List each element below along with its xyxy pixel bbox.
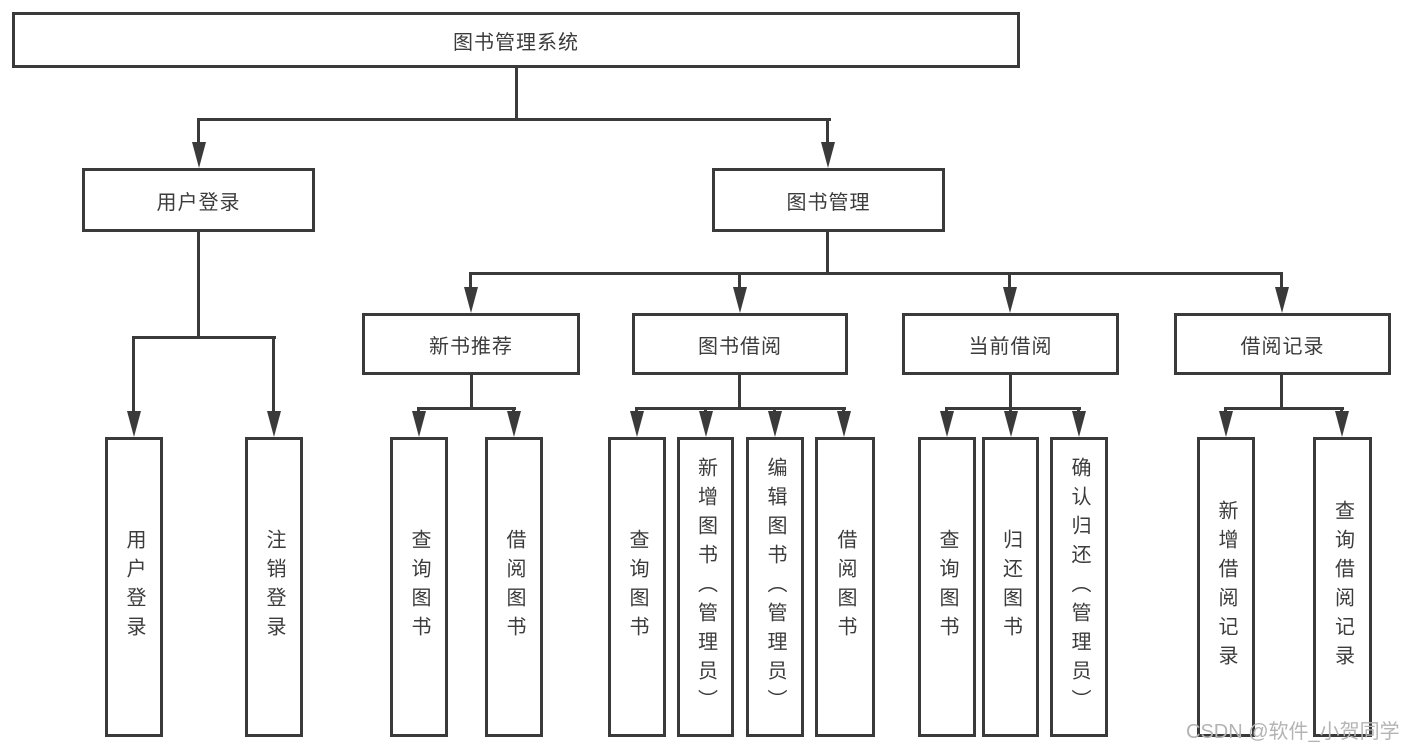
leaf-label: 注销登录 <box>263 529 285 645</box>
leaf-borrow-books-recommend: 借阅图书 <box>485 437 543 737</box>
node-book-borrow: 图书借阅 <box>632 313 848 375</box>
leaf-label: 查询借阅记录 <box>1331 500 1354 674</box>
node-label: 图书管理 <box>786 191 871 214</box>
leaf-label: 新增借阅记录 <box>1215 500 1237 674</box>
connector-line <box>1008 272 1011 294</box>
leaf-confirm-return-admin: 确认归还（管理员） <box>1050 437 1108 737</box>
node-new-book-recommend: 新书推荐 <box>362 313 580 375</box>
node-label: 图书借阅 <box>698 335 782 358</box>
connector-line <box>469 272 472 294</box>
arrow-down <box>1003 287 1017 313</box>
node-label: 新书推荐 <box>429 335 513 358</box>
leaf-query-borrow-record: 查询借阅记录 <box>1313 437 1372 737</box>
arrow-down <box>507 411 521 437</box>
arrow-down <box>699 411 713 437</box>
leaf-label: 借阅图书 <box>503 529 525 645</box>
arrow-down <box>1335 411 1349 437</box>
connector-line <box>515 68 518 118</box>
leaf-add-books-admin: 新增图书（管理员） <box>677 437 734 737</box>
node-label: 图书管理系统 <box>453 31 579 54</box>
node-user-login: 用户登录 <box>82 168 315 232</box>
leaf-label: 新增图书（管理员） <box>694 456 717 718</box>
leaf-borrow-books: 借阅图书 <box>815 437 875 737</box>
leaf-label: 借阅图书 <box>834 529 856 645</box>
connector-line <box>738 375 741 407</box>
arrow-down <box>821 142 835 168</box>
connector-line <box>738 272 741 294</box>
arrow-down <box>1072 411 1086 437</box>
arrow-down <box>1219 411 1233 437</box>
node-label: 当前借阅 <box>968 335 1053 358</box>
arrow-down <box>192 142 206 168</box>
node-borrow-records: 借阅记录 <box>1174 313 1391 375</box>
leaf-edit-books-admin: 编辑图书（管理员） <box>746 437 804 737</box>
connector-line <box>197 118 200 146</box>
leaf-user-login: 用户登录 <box>105 437 163 737</box>
arrow-down <box>127 411 141 437</box>
arrow-down <box>412 411 426 437</box>
connector-line <box>469 272 1283 275</box>
arrow-down <box>940 411 954 437</box>
node-label: 借阅记录 <box>1240 335 1325 358</box>
connector-line <box>417 407 516 410</box>
arrow-down <box>630 411 644 437</box>
connector-line <box>132 336 135 414</box>
arrow-down <box>267 411 281 437</box>
connector-line <box>1009 375 1012 407</box>
leaf-query-books-current: 查询图书 <box>918 437 976 737</box>
arrow-down <box>464 287 478 313</box>
connector-line <box>1280 272 1283 294</box>
connector-line <box>826 118 829 146</box>
leaf-return-books: 归还图书 <box>982 437 1039 737</box>
arrow-down <box>1275 287 1289 313</box>
leaf-query-books-borrow: 查询图书 <box>608 437 666 737</box>
arrow-down <box>837 411 851 437</box>
connector-line <box>272 336 275 414</box>
leaf-label: 查询图书 <box>626 529 648 645</box>
leaf-label: 用户登录 <box>123 529 145 645</box>
connector-line <box>1224 407 1344 410</box>
connector-line <box>945 407 1081 410</box>
connector-line <box>197 118 831 121</box>
connector-line <box>470 375 473 407</box>
connector-line <box>826 232 829 272</box>
node-library-system: 图书管理系统 <box>12 12 1020 68</box>
leaf-add-borrow-record: 新增借阅记录 <box>1197 437 1255 737</box>
connector-line <box>635 407 846 410</box>
node-book-management: 图书管理 <box>712 168 945 232</box>
connector-line <box>197 232 200 336</box>
leaf-label: 编辑图书（管理员） <box>764 456 786 718</box>
node-label: 用户登录 <box>156 191 241 214</box>
leaf-label: 归还图书 <box>999 529 1022 645</box>
arrow-down <box>1004 411 1018 437</box>
arrow-down <box>768 411 782 437</box>
leaf-label: 查询图书 <box>936 529 958 645</box>
connector-line <box>132 336 276 339</box>
arrow-down <box>733 287 747 313</box>
leaf-label: 确认归还（管理员） <box>1068 456 1090 718</box>
node-current-borrow: 当前借阅 <box>902 313 1119 375</box>
connector-line <box>1280 375 1283 407</box>
leaf-label: 查询图书 <box>408 529 430 645</box>
csdn-watermark: CSDN @软件_小贺同学 <box>1186 721 1400 743</box>
leaf-logout: 注销登录 <box>245 437 303 737</box>
leaf-query-books-recommend: 查询图书 <box>390 437 448 737</box>
